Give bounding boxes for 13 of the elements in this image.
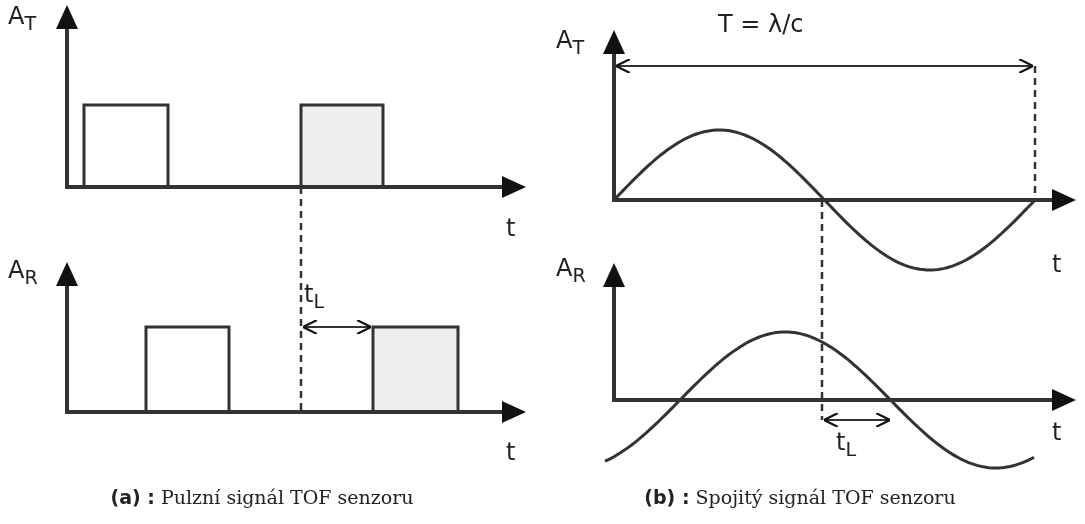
axis-label: A$_{T}$ xyxy=(8,4,37,33)
figure-caption: (a) : Pulzní signál TOF senzoru xyxy=(110,486,414,509)
axis-label: t xyxy=(1052,252,1062,276)
axis-label: t xyxy=(1052,420,1062,444)
axis-label: t xyxy=(506,216,516,240)
axis-label: t xyxy=(506,440,516,464)
axis-label: A$_{R}$ xyxy=(8,258,38,287)
axis-label: t$_{L}$ xyxy=(304,282,325,311)
axis-label: T = λ/c xyxy=(718,12,804,36)
axis-label: t$_{L}$ xyxy=(836,430,857,459)
axis-label: A$_{T}$ xyxy=(556,28,585,57)
axis-label: A$_{R}$ xyxy=(556,256,586,285)
figure-caption: (b) : Spojitý signál TOF senzoru xyxy=(644,486,956,509)
